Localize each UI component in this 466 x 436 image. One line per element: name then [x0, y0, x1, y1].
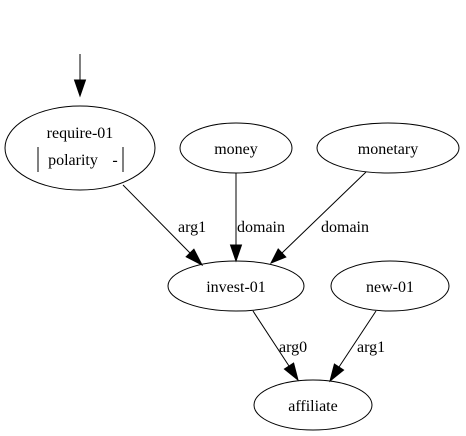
node-new: new-01: [330, 260, 450, 312]
node-invest-label: invest-01: [206, 279, 266, 296]
attribute-polarity-key: polarity: [48, 152, 98, 169]
node-new-ellipse: [330, 260, 450, 312]
node-affiliate-ellipse: [253, 379, 373, 431]
node-money-label: money: [214, 141, 258, 158]
edge-new-affiliate: arg1: [329, 310, 385, 383]
edge-monetary-invest-label: domain: [321, 219, 369, 236]
node-money: money: [179, 122, 293, 174]
node-affiliate-label: affiliate: [288, 398, 337, 415]
node-invest: invest-01: [167, 260, 305, 312]
edge-invest-affiliate: arg0: [252, 310, 307, 382]
edge-invest-affiliate-label: arg0: [279, 339, 307, 356]
root-entry-arrow: [73, 54, 87, 98]
node-new-label: new-01: [366, 279, 414, 296]
node-monetary-label: monetary: [358, 141, 418, 158]
node-require: require-01 polarity -: [4, 105, 156, 191]
node-require-ellipse: [4, 105, 156, 191]
node-require-label: require-01: [47, 125, 114, 142]
edge-money-invest-label: domain: [237, 219, 285, 236]
node-monetary-ellipse: [316, 122, 460, 174]
edge-require-invest: arg1: [122, 184, 206, 267]
edge-require-invest-label: arg1: [178, 219, 206, 236]
edge-new-affiliate-label: arg1: [357, 339, 385, 356]
node-affiliate: affiliate: [253, 379, 373, 431]
node-monetary: monetary: [316, 122, 460, 174]
edge-money-invest: domain: [229, 173, 285, 263]
edge-monetary-invest: domain: [269, 171, 369, 264]
attribute-polarity-value: -: [112, 152, 117, 169]
